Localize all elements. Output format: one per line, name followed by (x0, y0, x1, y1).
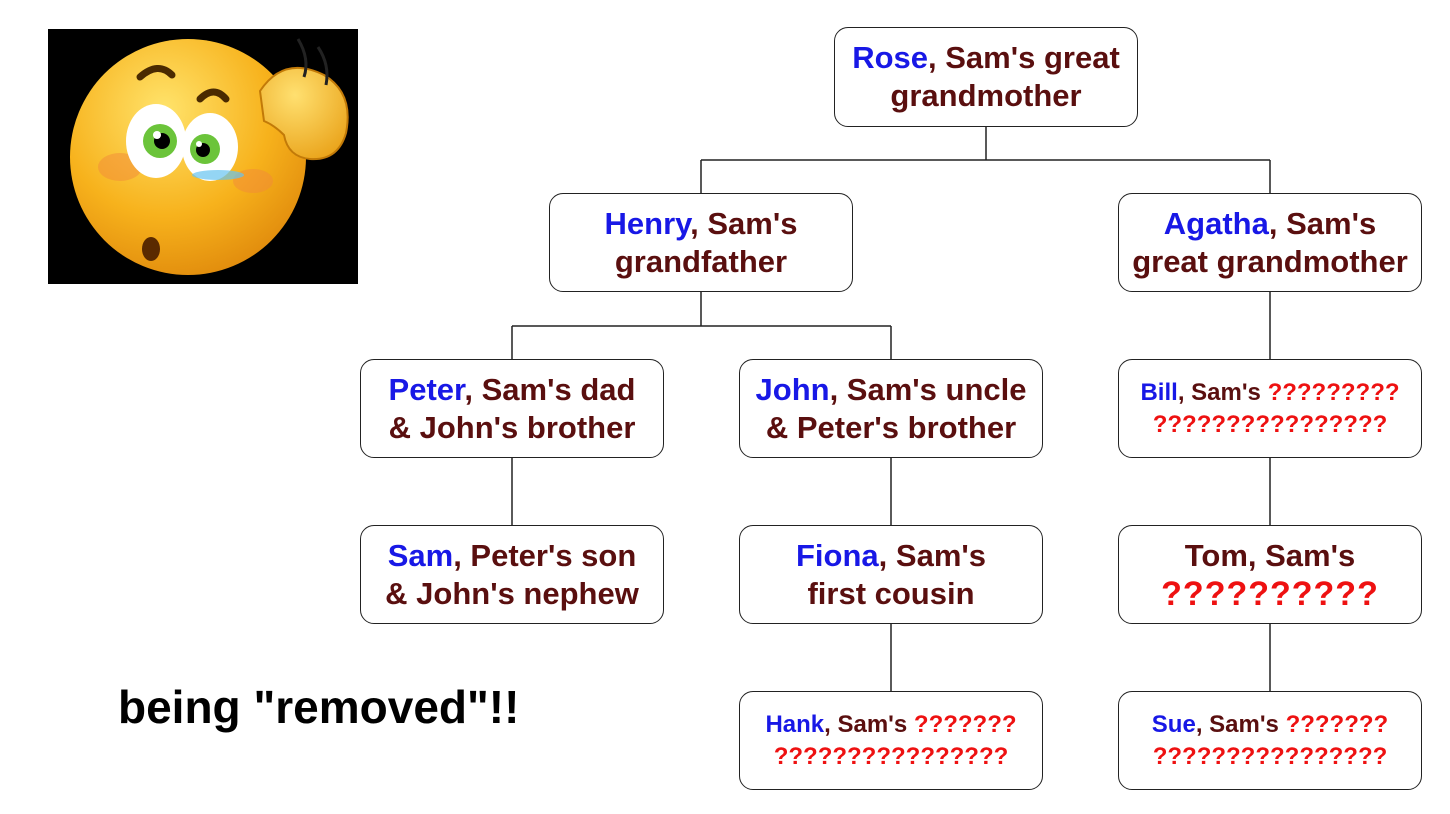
connector-henry-children (511, 292, 892, 359)
node-peter-relation: , Sam's dad (464, 371, 636, 407)
node-rose-relation: , Sam's great (928, 40, 1120, 75)
node-henry-relation: , Sam's (690, 205, 798, 241)
node-rose: Rose, Sam's great grandmother (834, 27, 1138, 127)
node-bill-line1: Bill, Sam's ????????? (1140, 377, 1399, 409)
node-rose-line2: grandmother (890, 78, 1082, 113)
node-tom-line1: Tom, Sam's (1184, 537, 1356, 573)
node-sue-name: Sue (1151, 710, 1196, 738)
node-sue-relation: , Sam's (1195, 710, 1286, 738)
node-bill-unknown-1: ????????? (1267, 378, 1400, 406)
node-agatha-relation: , Sam's (1268, 205, 1377, 241)
node-henry-line1: Henry, Sam's (605, 205, 798, 243)
node-hank: Hank, Sam's ??????? ???????????????? (739, 691, 1043, 790)
node-sue: Sue, Sam's ??????? ???????????????? (1118, 691, 1422, 790)
node-bill: Bill, Sam's ????????? ???????????????? (1118, 359, 1422, 458)
node-peter-line1: Peter, Sam's dad (389, 371, 636, 409)
node-sam-line1: Sam, Peter's son (388, 537, 637, 575)
node-sue-line1: Sue, Sam's ??????? (1152, 709, 1388, 741)
node-sue-unknown-1: ??????? (1285, 710, 1389, 738)
node-john: John, Sam's uncle & Peter's brother (739, 359, 1043, 458)
node-bill-name: Bill (1140, 378, 1178, 406)
node-tom: Tom, Sam's ?????????? (1118, 525, 1422, 624)
confused-emoji-icon (48, 29, 358, 284)
node-henry-line2: grandfather (614, 243, 788, 279)
tagline: being "removed"!! (118, 681, 520, 733)
node-fiona-relation: , Sam's (878, 537, 986, 573)
node-fiona: Fiona, Sam's first cousin (739, 525, 1043, 624)
node-peter: Peter, Sam's dad & John's brother (360, 359, 664, 458)
node-agatha-name: Agatha (1163, 205, 1269, 241)
node-rose-name: Rose (852, 40, 929, 75)
node-bill-relation: , Sam's (1177, 378, 1268, 406)
node-hank-name: Hank (765, 710, 825, 738)
node-hank-unknown-2: ???????????????? (773, 742, 1009, 770)
node-bill-unknown-2: ???????????????? (1152, 410, 1388, 438)
node-henry: Henry, Sam's grandfather (549, 193, 853, 292)
node-agatha-line2: great grandmother (1132, 243, 1408, 279)
node-hank-line1: Hank, Sam's ??????? (765, 709, 1016, 741)
node-john-name: John (755, 371, 830, 407)
node-agatha-line1: Agatha, Sam's (1164, 205, 1376, 243)
node-hank-unknown-1: ??????? (913, 710, 1017, 738)
node-fiona-line2: first cousin (807, 575, 975, 611)
node-sue-unknown-2: ???????????????? (1152, 742, 1388, 770)
node-henry-name: Henry (604, 205, 691, 241)
node-john-line2: & Peter's brother (765, 409, 1017, 445)
node-sam: Sam, Peter's son & John's nephew (360, 525, 664, 624)
node-tom-unknown: ?????????? (1161, 574, 1379, 613)
node-john-relation: , Sam's uncle (829, 371, 1027, 407)
node-agatha: Agatha, Sam's great grandmother (1118, 193, 1422, 292)
node-fiona-line1: Fiona, Sam's (796, 537, 986, 575)
node-sam-line2: & John's nephew (385, 575, 639, 611)
node-john-line1: John, Sam's uncle (756, 371, 1027, 409)
node-peter-name: Peter (388, 371, 465, 407)
node-hank-relation: , Sam's (824, 710, 914, 738)
node-fiona-name: Fiona (796, 537, 879, 573)
node-rose-line1: Rose, Sam's great (852, 39, 1120, 77)
node-sam-relation: , Peter's son (453, 537, 637, 573)
node-peter-line2: & John's brother (388, 409, 636, 445)
connector-rose-children (700, 127, 1271, 193)
node-sam-name: Sam (387, 537, 454, 573)
